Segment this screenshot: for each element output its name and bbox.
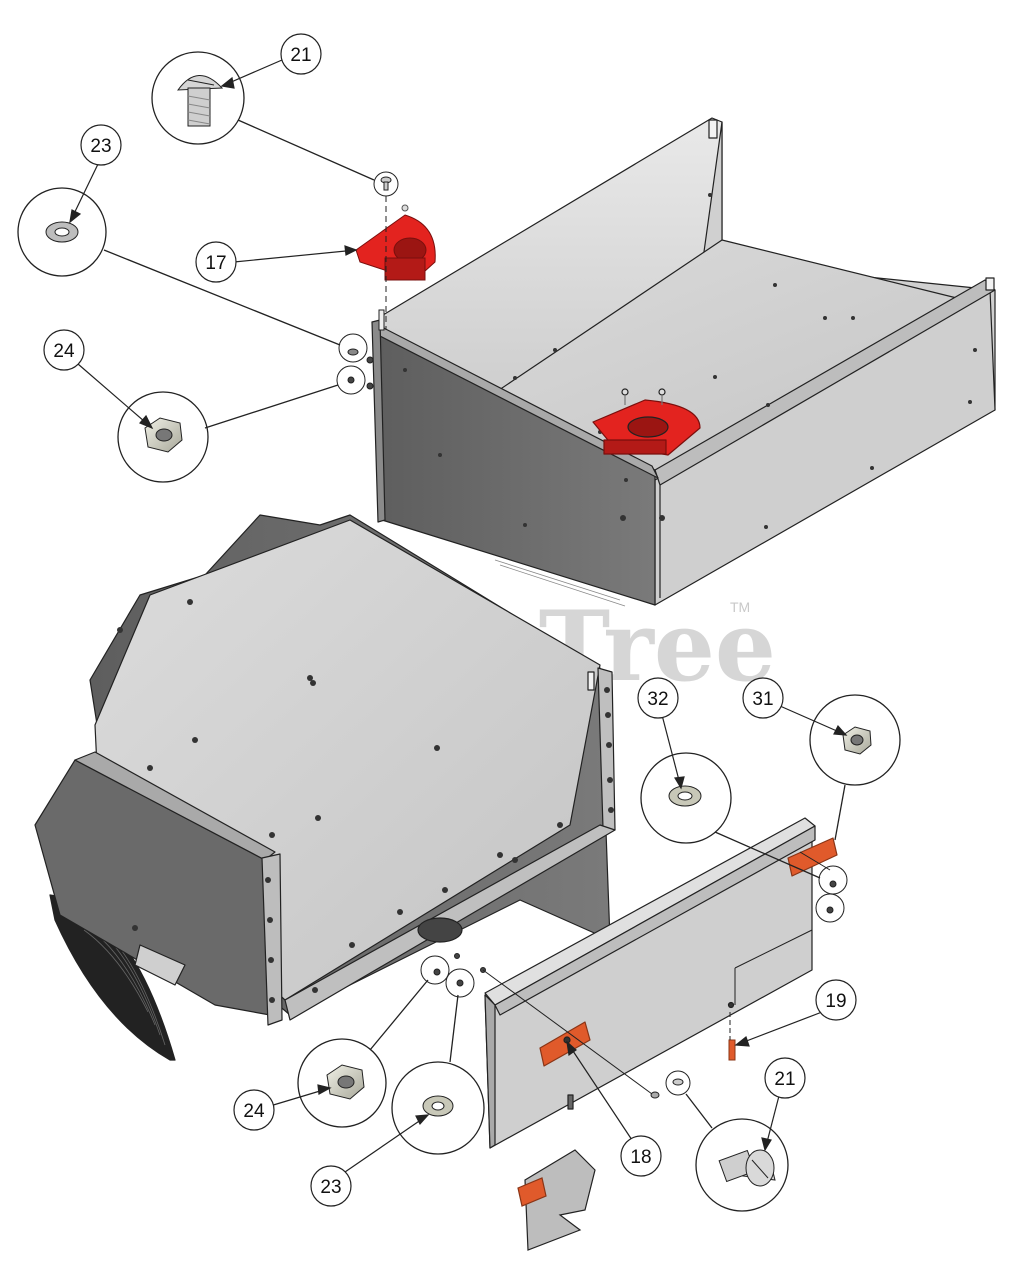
callout-label-21-top: 21 — [290, 45, 311, 66]
callout-bubble-21-bottom — [764, 1057, 806, 1099]
callout-bubble-24-top — [43, 329, 85, 371]
callout-bubble-32 — [637, 677, 679, 719]
callout-label-24-bottom: 24 — [243, 1101, 265, 1122]
upper-cart-box — [371, 117, 996, 606]
callout-label-24-top: 24 — [53, 341, 75, 362]
callout-label-23-bottom: 23 — [320, 1177, 341, 1198]
callout-labels: 21 23 17 24 32 31 19 21 24 23 18 — [53, 45, 846, 1198]
callout-label-23-top: 23 — [90, 136, 111, 157]
callout-label-21-bottom: 21 — [774, 1069, 795, 1090]
exploded-hardware-left — [336, 171, 399, 395]
detail-parts — [45, 75, 872, 1187]
callout-label-18: 18 — [630, 1147, 651, 1168]
exploded-hardware-lower — [420, 851, 848, 1099]
callout-bubble-23-top — [80, 124, 122, 166]
callout-bubble-18 — [620, 1135, 662, 1177]
tailgate-panel — [484, 817, 838, 1149]
callout-bubble-24-bottom — [233, 1089, 275, 1131]
red-bracket-17 — [355, 204, 436, 281]
callout-bubble-23-bottom — [310, 1165, 352, 1207]
callout-label-19: 19 — [825, 991, 846, 1012]
callout-bubble-31 — [742, 677, 784, 719]
lower-cart-body — [34, 514, 626, 1061]
callout-bubble-21-top — [280, 33, 322, 75]
callout-bubble-17 — [195, 241, 237, 283]
callout-label-31: 31 — [752, 689, 773, 710]
callout-label-17: 17 — [205, 253, 226, 274]
callouts — [43, 33, 857, 1207]
latch-detail — [517, 1149, 596, 1251]
callout-bubble-19 — [815, 979, 857, 1021]
watermark-trademark: TM — [730, 599, 750, 615]
callout-label-32: 32 — [647, 689, 668, 710]
red-bracket-right — [592, 388, 701, 456]
